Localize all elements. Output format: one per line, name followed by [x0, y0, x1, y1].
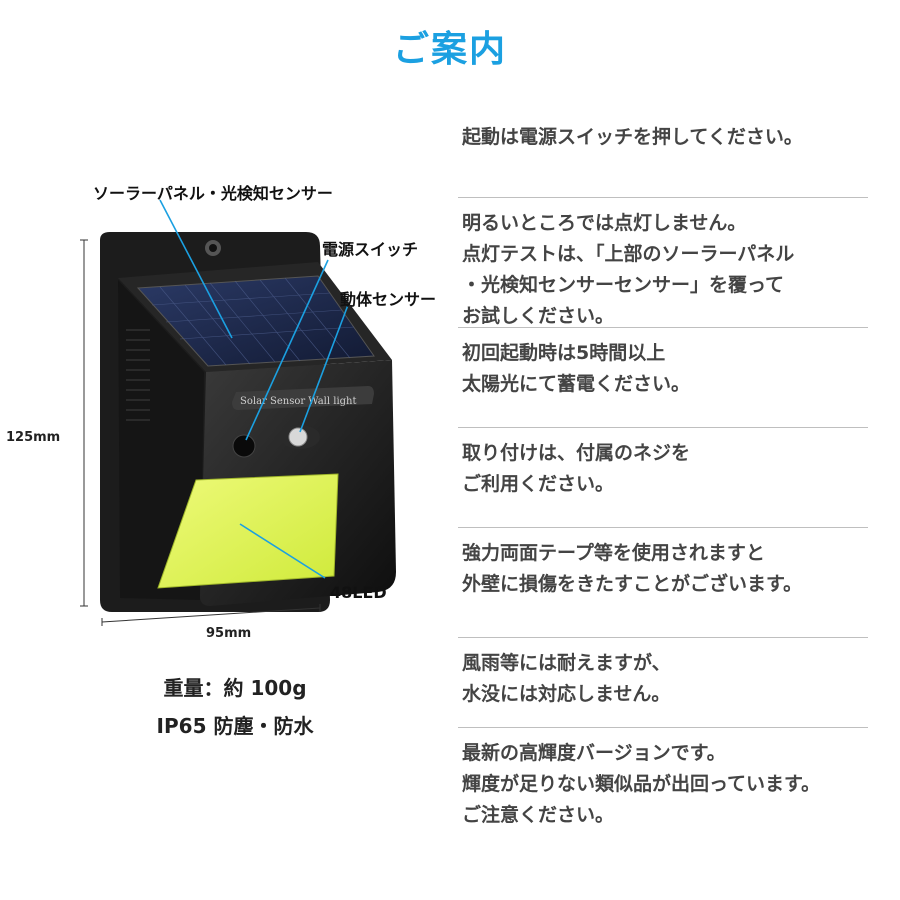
note-line: 強力両面テープ等を使用されますと	[462, 542, 765, 564]
callout-motion-sensor: 動体センサー	[340, 290, 437, 309]
note-line: 外壁に損傷をきたすことがございます。	[462, 573, 803, 595]
note-item: 風雨等には耐えますが、 水没には対応しません。	[458, 638, 868, 728]
spec-protection: IP65 防塵・防水	[156, 714, 314, 738]
product-illustration-area: Solar Sensor Wall light ソーラーパネル・光検知センサー …	[6, 184, 437, 738]
notes-list: 起動は電源スイッチを押してください。 明るいところでは点灯しません。 点灯テスト…	[458, 112, 868, 845]
note-line: 点灯テストは、「上部のソーラーパネル	[462, 243, 795, 265]
note-item: 明るいところでは点灯しません。 点灯テストは、「上部のソーラーパネル ・光検知セ…	[458, 198, 868, 328]
note-item: 起動は電源スイッチを押してください。	[458, 112, 868, 198]
note-line: ご注意ください。	[462, 804, 615, 826]
note-line: 最新の高輝度バージョンです。	[462, 742, 726, 764]
note-item: 初回起動時は5時間以上 太陽光にて蓄電ください。	[458, 328, 868, 428]
note-line: 風雨等には耐えますが、	[462, 652, 671, 674]
note-line: 太陽光にて蓄電ください。	[462, 373, 691, 395]
note-line: 水没には対応しません。	[462, 683, 671, 705]
dimension-width: 95mm	[206, 626, 252, 641]
callout-led: 48LED	[330, 583, 387, 602]
dimension-lines	[80, 239, 321, 626]
note-line: ご利用ください。	[462, 473, 615, 495]
spec-weight: 重量：約 100g	[163, 676, 307, 700]
dimension-height: 125mm	[6, 430, 61, 445]
note-item: 取り付けは、付属のネジを ご利用ください。	[458, 428, 868, 528]
motion-sensor	[288, 427, 308, 447]
power-switch	[232, 434, 256, 458]
callout-power-switch: 電源スイッチ	[322, 240, 419, 259]
note-line: 取り付けは、付属のネジを	[462, 442, 691, 464]
led-panel	[157, 473, 339, 589]
note-line: 初回起動時は5時間以上	[462, 342, 666, 364]
callout-solar-panel: ソーラーパネル・光検知センサー	[93, 184, 333, 203]
brand-label: Solar Sensor Wall light	[240, 396, 357, 407]
page-title: ご案内	[392, 29, 507, 70]
side-vents	[126, 329, 150, 421]
solar-light-drawing: Solar Sensor Wall light	[80, 199, 396, 626]
note-line: ・光検知センサーセンサー」を覆って	[462, 274, 785, 296]
solar-panel	[136, 275, 375, 367]
note-line: 輝度が足りない類似品が出回っています。	[462, 773, 821, 795]
note-line: 起動は電源スイッチを押してください。	[462, 126, 803, 148]
note-item: 最新の高輝度バージョンです。 輝度が足りない類似品が出回っています。 ご注意くだ…	[458, 728, 868, 845]
note-item: 強力両面テープ等を使用されますと 外壁に損傷をきたすことがございます。	[458, 528, 868, 638]
note-line: お試しください。	[462, 305, 615, 327]
callout-lines	[159, 199, 349, 579]
note-line: 明るいところでは点灯しません。	[462, 212, 747, 234]
